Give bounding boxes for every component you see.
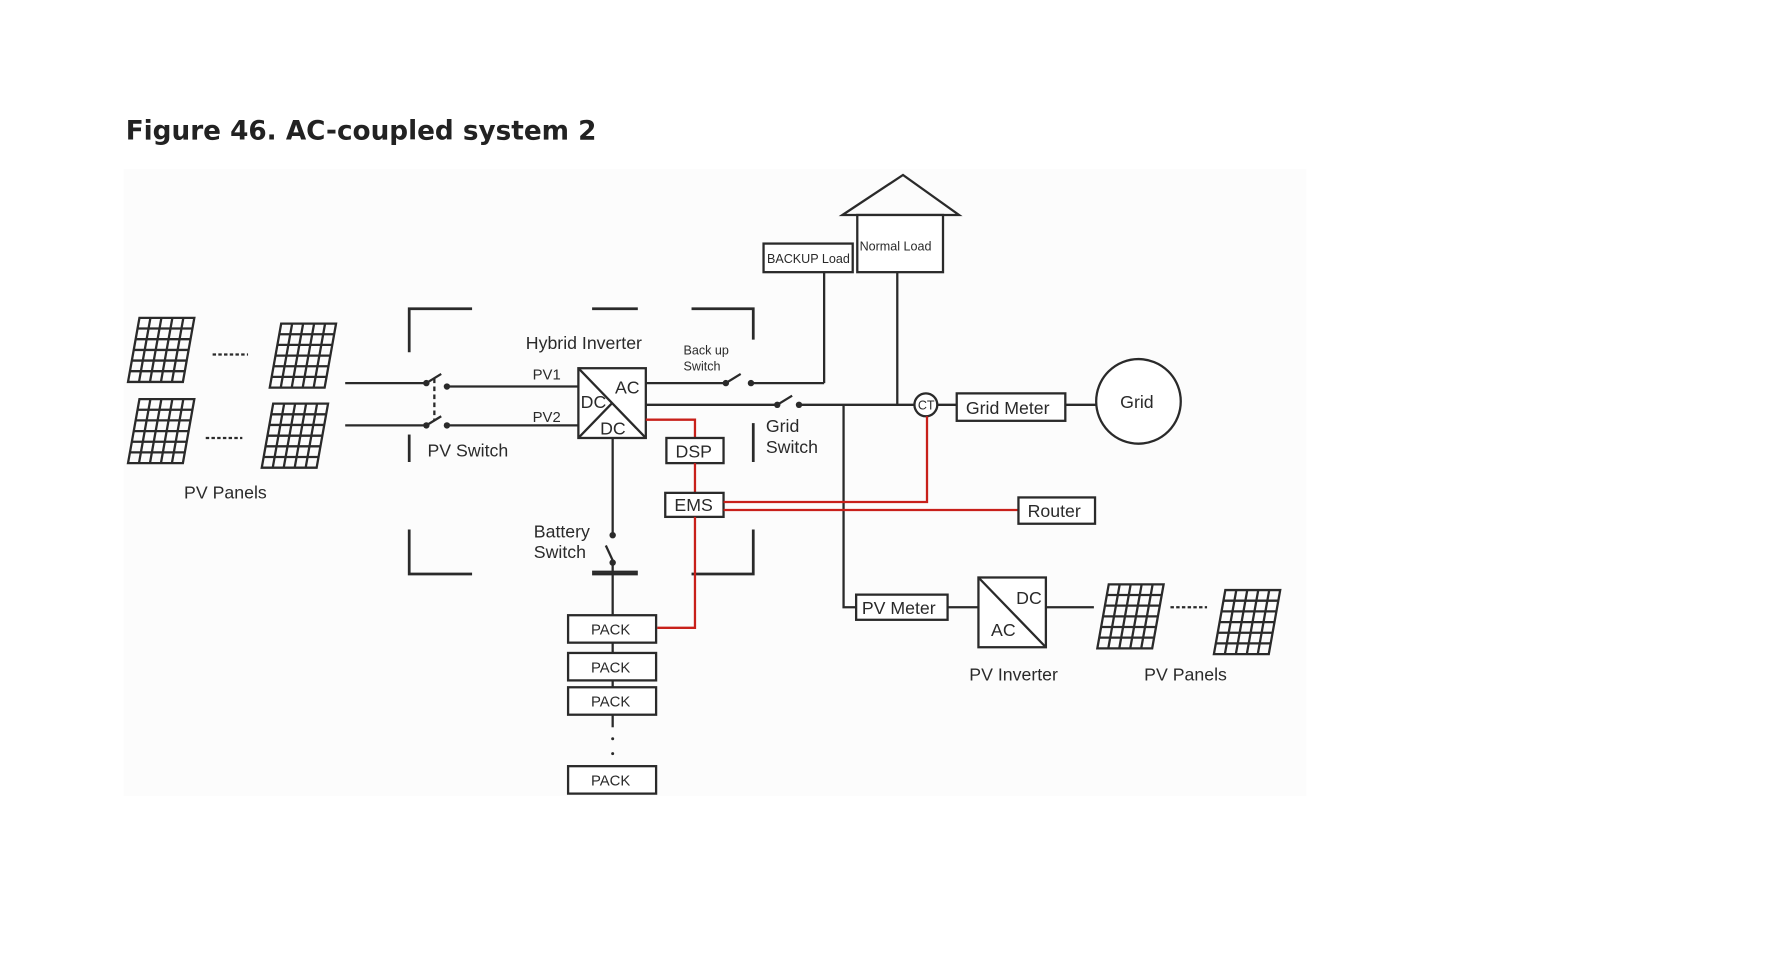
switch-icon [725,372,742,385]
figure-background [123,169,1307,796]
switch-icon [776,394,793,406]
router-label: Router [1028,501,1081,521]
pv-switch: PV Switch [345,372,579,460]
pack-label: PACK [591,774,630,790]
hybrid-inverter: AC DC DC [577,367,647,440]
ct-label: CT [918,398,935,412]
solar-panel-icon [126,316,196,384]
switch-icon [604,544,614,561]
grid-label: Grid [1120,392,1153,412]
ems: EMS [664,491,725,519]
hybrid-inverter-label: Hybrid Inverter [526,333,642,353]
normal-load-label: Normal Load [860,239,932,253]
pv-panels-right: PV Panels [1095,583,1282,684]
converter-icon [977,576,1047,649]
comm-line-inverter-dsp [645,418,697,438]
grid-switch-label-2: Switch [766,437,818,457]
pv-inverter-dc-label: DC [1016,588,1042,608]
hybrid-inverter-enclosure [407,307,755,576]
solar-panel-icon [268,322,338,389]
inverter-dc-pv-label: DC [581,392,607,412]
battery-switch-label: Battery [534,521,590,541]
solar-panel-icon [126,397,196,465]
solar-panel-icon [1095,583,1165,650]
comm-line-ems-pack [657,516,697,629]
pack-label: PACK [591,695,630,711]
pv-panels-left-label: PV Panels [184,483,267,503]
current-transformer: CT [913,392,939,418]
solar-panel-icon [1212,588,1282,656]
grid: Grid [1095,357,1182,445]
grid-meter: Grid Meter [955,392,1067,422]
backup-load: BACKUP Load [762,242,854,274]
grid-switch: Grid Switch [645,394,915,457]
dsp: DSP [665,436,725,465]
pv2-label: PV2 [533,410,561,426]
inverter-dc-battery-label: DC [600,419,626,439]
backup-switch-label: Back up [684,343,729,357]
pack-label: PACK [591,623,630,639]
battery-switch-label-2: Switch [534,542,586,562]
ac-bus-line [842,404,857,609]
backup-switch: Back up Switch [645,271,826,387]
router: Router [1017,496,1097,525]
pv-switch-label: PV Switch [427,440,508,460]
pv-meter-label: PV Meter [862,598,936,618]
grid-meter-label: Grid Meter [966,398,1050,418]
ems-label: EMS [674,495,712,515]
inverter-ac-label: AC [615,377,640,397]
pv-panels-right-label: PV Panels [1144,664,1227,684]
solar-panel-icon [260,402,330,469]
pv-inverter: DC AC PV Inverter [969,576,1058,684]
backup-load-label: BACKUP Load [767,252,850,266]
backup-switch-label-2: Switch [684,360,721,374]
battery-packs: PACK PACK PACK PACK [566,614,658,795]
pv1-label: PV1 [533,368,561,384]
dsp-label: DSP [676,441,712,461]
converter-icon [577,367,647,439]
battery-pack: PACK [566,765,658,795]
pv-inverter-ac-label: AC [991,620,1016,640]
battery-pack: PACK [566,651,658,682]
normal-load: Normal Load [838,173,963,405]
battery-switch: Battery Switch [534,437,638,616]
pack-label: PACK [591,660,630,676]
battery-pack: PACK [566,614,658,644]
battery-pack: PACK [566,686,658,716]
comm-line-ems-ct [723,416,929,504]
pv-panels-left: PV Panels [126,316,338,503]
pv-meter: PV Meter [854,593,949,621]
ellipsis-dots [611,737,615,741]
pv-inverter-label: PV Inverter [969,664,1058,684]
grid-switch-label: Grid [766,416,799,436]
figure-title: Figure 46. AC-coupled system 2 [126,117,597,147]
